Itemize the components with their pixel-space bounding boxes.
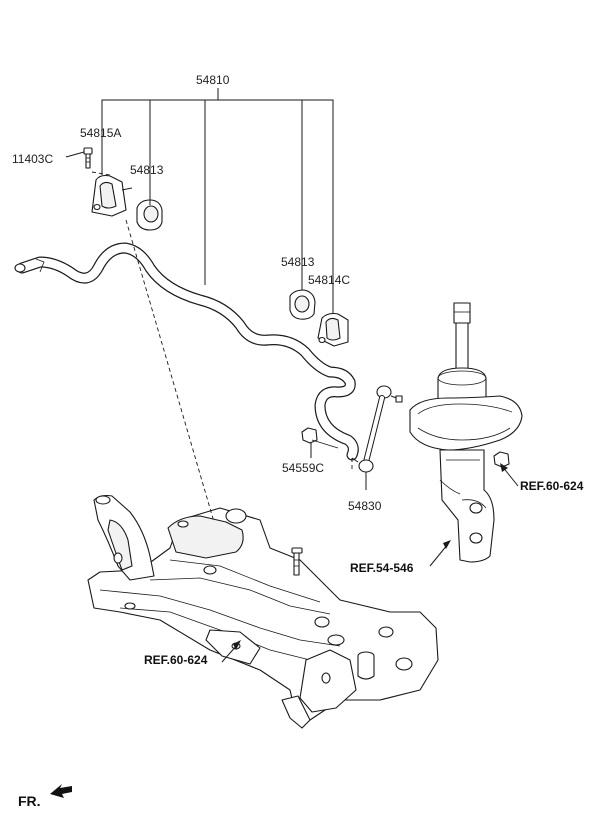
- label-54810: 54810: [196, 73, 230, 87]
- label-11403c: 11403C: [12, 152, 53, 166]
- ref-arrows: [221, 463, 519, 663]
- bushing-54813-top: [136, 199, 163, 231]
- label-54815a: 54815A: [80, 126, 121, 140]
- strut-assembly: [409, 302, 523, 563]
- reference-dashed-lines: [125, 219, 353, 523]
- label-54830: 54830: [348, 499, 382, 513]
- bracket-54815a: [91, 171, 133, 217]
- label-54559c: 54559C: [282, 461, 324, 475]
- nut-54559c: [301, 427, 339, 458]
- label-ref-strut-mount: REF.60-624: [520, 479, 584, 493]
- label-54813-right: 54813: [281, 255, 315, 269]
- label-ref-strut: REF.54-546: [350, 561, 414, 575]
- bushing-54813-right: [289, 289, 316, 320]
- stabilizer-link-54830: [351, 385, 403, 490]
- front-arrow-icon: [50, 784, 72, 798]
- label-ref-subframe: REF.60-624: [144, 653, 208, 667]
- bolt-11403c: [65, 147, 93, 169]
- label-front: FR.: [18, 793, 41, 809]
- bracket-54814c: [317, 312, 349, 347]
- label-54814c: 54814C: [308, 273, 350, 287]
- label-54813-top: 54813: [130, 163, 164, 177]
- front-orientation-marker: FR.: [18, 784, 72, 809]
- stabilizer-bar: [14, 242, 359, 461]
- leader-54810: [101, 88, 334, 318]
- front-subframe: [87, 494, 439, 729]
